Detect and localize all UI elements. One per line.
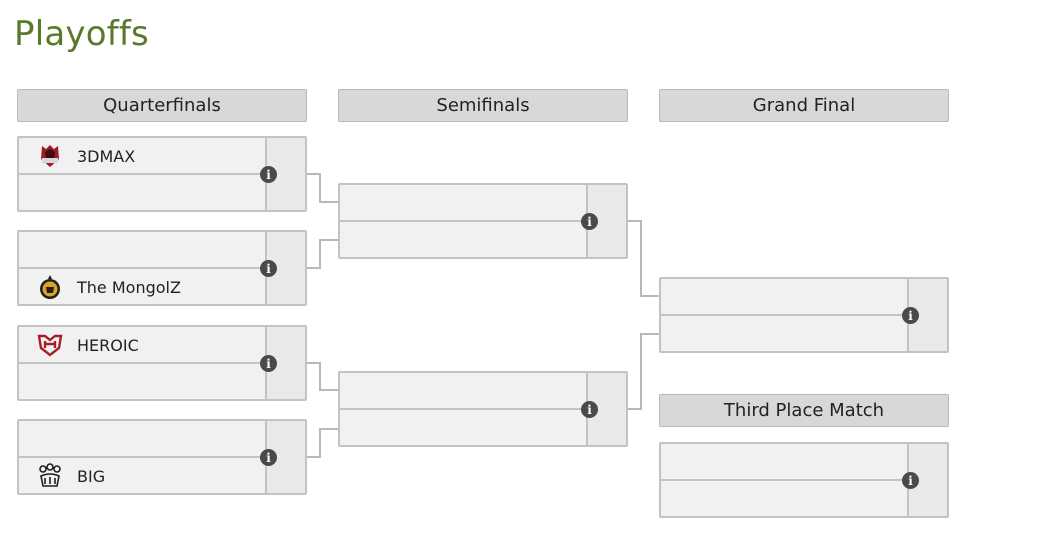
match-divider xyxy=(340,408,626,410)
round-header-grand-final: Grand Final xyxy=(659,89,949,122)
match-slot[interactable] xyxy=(19,232,271,268)
match-divider xyxy=(661,314,947,316)
info-icon[interactable]: i xyxy=(902,307,919,324)
match-grand-final[interactable]: i xyxy=(659,277,949,353)
match-slot[interactable] xyxy=(340,222,592,258)
match-slot[interactable]: BIG xyxy=(19,458,271,494)
match-slot[interactable] xyxy=(340,185,592,221)
info-icon[interactable]: i xyxy=(260,355,277,372)
match-slot[interactable] xyxy=(661,444,913,480)
3dmax-logo xyxy=(37,143,63,169)
match-slot[interactable] xyxy=(661,279,913,315)
mongolz-logo xyxy=(37,274,63,300)
match-slot[interactable] xyxy=(340,373,592,409)
match-slot[interactable] xyxy=(19,364,271,400)
match-semifinal-2[interactable]: i xyxy=(338,371,628,447)
team-name: The MongolZ xyxy=(77,277,181,297)
info-icon[interactable]: i xyxy=(581,213,598,230)
team-name: BIG xyxy=(77,466,106,486)
match-divider xyxy=(19,267,305,269)
info-icon[interactable]: i xyxy=(260,166,277,183)
match-divider xyxy=(19,456,305,458)
match-quarterfinal-2[interactable]: The MongolZ i xyxy=(17,230,307,306)
match-divider xyxy=(661,479,947,481)
match-slot[interactable]: The MongolZ xyxy=(19,269,271,305)
team-name: 3DMAX xyxy=(77,146,136,166)
match-quarterfinal-1[interactable]: 3DMAX i xyxy=(17,136,307,212)
match-slot[interactable] xyxy=(661,481,913,517)
team-name: HEROIC xyxy=(77,335,139,355)
info-icon[interactable]: i xyxy=(902,472,919,489)
match-divider xyxy=(340,220,626,222)
round-header-third-place: Third Place Match xyxy=(659,394,949,427)
match-divider xyxy=(19,173,305,175)
match-third-place[interactable]: i xyxy=(659,442,949,518)
info-icon[interactable]: i xyxy=(581,401,598,418)
match-slot[interactable]: HEROIC xyxy=(19,327,271,363)
match-quarterfinal-3[interactable]: HEROIC i xyxy=(17,325,307,401)
match-slot[interactable] xyxy=(19,421,271,457)
match-slot[interactable] xyxy=(19,175,271,211)
big-logo xyxy=(37,463,63,489)
info-icon[interactable]: i xyxy=(260,449,277,466)
match-quarterfinal-4[interactable]: BIG i xyxy=(17,419,307,495)
round-header-semifinals: Semifinals xyxy=(338,89,628,122)
match-divider xyxy=(19,362,305,364)
match-slot[interactable] xyxy=(661,316,913,352)
match-semifinal-1[interactable]: i xyxy=(338,183,628,259)
heroic-logo xyxy=(37,332,63,358)
info-icon[interactable]: i xyxy=(260,260,277,277)
round-header-quarterfinals: Quarterfinals xyxy=(17,89,307,122)
match-slot[interactable] xyxy=(340,410,592,446)
match-slot[interactable]: 3DMAX xyxy=(19,138,271,174)
page-title: Playoffs xyxy=(14,14,149,54)
